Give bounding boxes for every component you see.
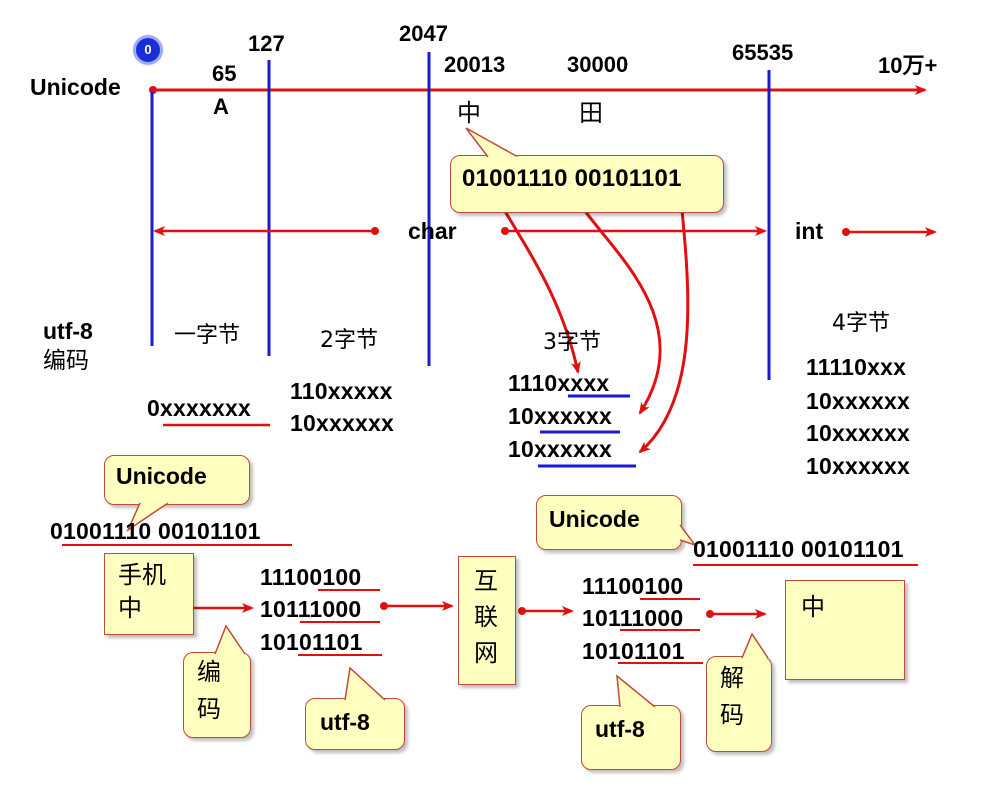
four-byte-label: 4字节 [832,311,890,336]
left-binary-text: 01001110 00101101 [50,518,261,544]
pattern-4byte-row1: 11110xxx [806,354,907,380]
pattern-2byte-row1: 110xxxxx [290,378,393,404]
char-range-right-dot [501,227,509,235]
flow-arrow-decode-dot [706,610,714,618]
unicode-callout-right [536,495,682,550]
utf8-callout-right [581,705,681,770]
result-box [785,580,905,680]
pattern-4byte-row2: 10xxxxxx [806,388,910,414]
encoded-byte-2: 10111000 [260,596,362,622]
internet-char-2: 联 [474,603,498,631]
tick-2047: 2047 [399,21,448,46]
internet-char-3: 网 [474,639,498,667]
char-zhong-label: 中 [457,99,481,127]
pattern-1byte: 0xxxxxxx [147,395,251,421]
unicode-callout-left [104,455,250,505]
decode-callout-bottom: 码 [720,701,744,729]
tick-A: A [213,94,229,119]
flow-arrow-receive-dot [518,607,526,615]
origin-badge: 0 [134,36,162,64]
pattern-2byte-row2: 10xxxxxx [290,410,394,436]
binary-callout [450,155,724,213]
phone-box-title: 手机 [118,561,166,589]
tick-20013: 20013 [444,52,506,77]
curve-arrow-3 [638,199,690,454]
tick-127: 127 [248,31,285,56]
unicode-callout-right-text: Unicode [549,506,640,532]
utf8-callout-left-text: utf-8 [320,709,370,735]
internet-char-1: 互 [474,567,498,595]
encode-callout [183,652,251,738]
binary-callout-text: 01001110 00101101 [462,165,682,192]
tick-100k: 10万+ [878,53,938,78]
int-label: int [795,218,824,244]
utf8-callout-right-text: utf-8 [595,716,645,742]
right-binary-text: 01001110 00101101 [693,536,904,562]
char-label: char [408,218,457,244]
tick-65535: 65535 [732,40,794,65]
tick-30000: 30000 [567,52,629,77]
char-range-left-dot [371,227,379,235]
internet-box [458,556,516,685]
phone-box-char: 中 [118,594,142,622]
encode-callout-top: 编 [197,658,221,686]
two-byte-label: 2字节 [320,328,378,353]
received-byte-1: 11100100 [582,573,684,599]
flow-arrow-send-dot [380,602,388,610]
pattern-4byte-row4: 10xxxxxx [806,453,910,479]
utf8-title-sub: 编码 [43,348,89,374]
pattern-4byte-row3: 10xxxxxx [806,420,910,446]
encode-callout-bottom: 码 [197,695,221,723]
pattern-3byte-row2: 10xxxxxx [508,403,612,429]
char-tian-label: 田 [579,99,603,127]
pattern-3byte-row1: 1110xxxx [508,370,610,396]
received-byte-3: 10101101 [582,638,685,664]
three-byte-label: 3字节 [543,330,601,355]
encoded-byte-3: 10101101 [260,629,363,655]
unicode-callout-left-text: Unicode [116,463,207,489]
int-range-dot [842,228,850,236]
decode-callout-top: 解 [720,664,744,692]
decode-callout [706,656,772,752]
phone-box [104,553,194,635]
internet-box-text: 互 联 网 [474,566,498,668]
tick-65: 65 [212,61,237,86]
received-byte-2: 10111000 [582,605,684,631]
one-byte-label: 一字节 [174,323,241,348]
curve-arrow-2 [575,199,662,415]
result-box-char: 中 [801,593,825,621]
unicode-axis-label: Unicode [30,74,121,100]
encoded-byte-1: 11100100 [260,564,362,590]
utf8-callout-left [305,698,405,750]
curve-arrow-1 [495,196,581,374]
pattern-3byte-row3: 10xxxxxx [508,436,612,462]
utf8-title: utf-8 [43,318,93,344]
